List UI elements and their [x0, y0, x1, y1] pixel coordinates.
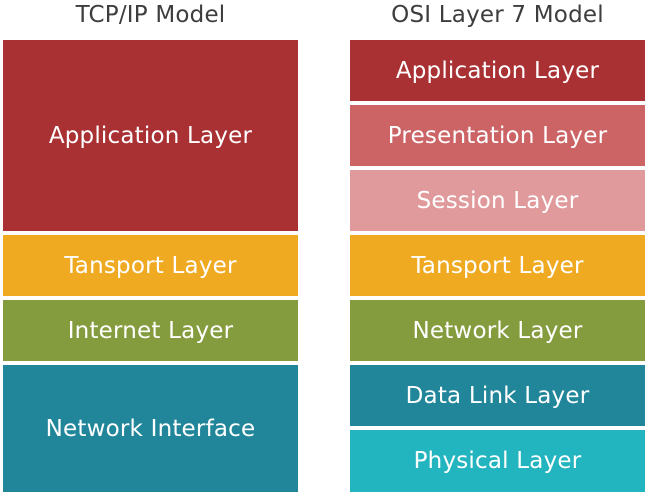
- tcp-ip-model-title: TCP/IP Model: [75, 2, 226, 28]
- osi-physical-layer: Physical Layer: [350, 430, 645, 492]
- osi-network-layer: Network Layer: [350, 300, 645, 361]
- osi-data-link-layer: Data Link Layer: [350, 365, 645, 426]
- osi-presentation-layer: Presentation Layer: [350, 105, 645, 166]
- osi-session-layer: Session Layer: [350, 170, 645, 231]
- tcp-transport-layer: Tansport Layer: [3, 235, 298, 296]
- tcp-application-layer: Application Layer: [3, 40, 298, 231]
- tcp-internet-layer: Internet Layer: [3, 300, 298, 361]
- tcp-network-interface-layer: Network Interface: [3, 365, 298, 492]
- osi-transport-layer: Tansport Layer: [350, 235, 645, 296]
- osi-model-title: OSI Layer 7 Model: [391, 2, 604, 28]
- osi-application-layer: Application Layer: [350, 40, 645, 101]
